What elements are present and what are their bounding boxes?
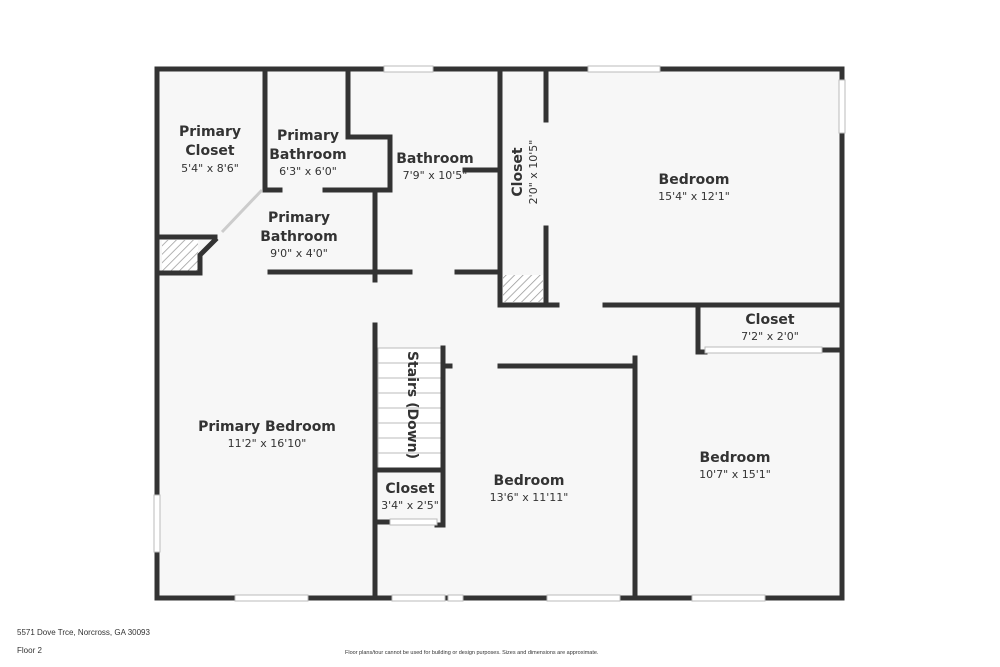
svg-text:Primary: Primary	[179, 124, 241, 140]
room-bedroom-top-right: Bedroom 15'4" x 12'1"	[658, 172, 730, 203]
svg-text:9'0" x 4'0": 9'0" x 4'0"	[270, 247, 328, 260]
hatched-chase	[503, 275, 543, 302]
address: 5571 Dove Trce, Norcross, GA 30093	[17, 628, 150, 637]
svg-text:7'9" x 10'5": 7'9" x 10'5"	[403, 169, 468, 182]
svg-text:6'3" x 6'0": 6'3" x 6'0"	[279, 165, 337, 178]
svg-text:2'0" x 10'5": 2'0" x 10'5"	[527, 140, 540, 205]
svg-text:Closet: Closet	[185, 143, 235, 159]
door-diagonal	[220, 188, 264, 234]
svg-text:Bathroom: Bathroom	[260, 229, 338, 245]
floor-label: Floor 2	[17, 646, 42, 655]
room-primary-bathroom-2: Primary Bathroom 9'0" x 4'0"	[260, 210, 338, 260]
svg-text:Bedroom: Bedroom	[659, 172, 730, 188]
hatched-chase	[162, 240, 198, 271]
svg-text:Closet: Closet	[745, 312, 795, 328]
walls	[154, 66, 845, 601]
room-bathroom: Bathroom 7'9" x 10'5"	[396, 151, 474, 182]
room-primary-closet: Primary Closet 5'4" x 8'6"	[179, 124, 241, 175]
room-bedroom-right: Bedroom 10'7" x 15'1"	[699, 450, 771, 481]
svg-text:Closet: Closet	[385, 481, 435, 497]
room-primary-bathroom-1: Primary Bathroom 6'3" x 6'0"	[269, 128, 347, 178]
svg-text:Bedroom: Bedroom	[494, 473, 565, 489]
svg-text:Bathroom: Bathroom	[396, 151, 474, 167]
svg-text:15'4" x 12'1": 15'4" x 12'1"	[658, 190, 730, 203]
svg-text:Primary: Primary	[277, 128, 339, 144]
svg-text:10'7" x 15'1": 10'7" x 15'1"	[699, 468, 771, 481]
windows	[153, 65, 846, 602]
svg-text:Bathroom: Bathroom	[269, 147, 347, 163]
stairs-label: Stairs (Down)	[404, 351, 420, 459]
stairs	[377, 347, 444, 469]
disclaimer: Floor plans/tour cannot be used for buil…	[345, 650, 599, 656]
svg-text:13'6" x 11'11": 13'6" x 11'11"	[490, 491, 569, 504]
room-closet-stairs: Closet 3'4" x 2'5"	[381, 481, 439, 512]
svg-text:Closet: Closet	[510, 147, 526, 197]
svg-text:Primary: Primary	[268, 210, 330, 226]
svg-text:5'4" x 8'6": 5'4" x 8'6"	[181, 162, 239, 175]
svg-text:Bedroom: Bedroom	[700, 450, 771, 466]
room-bedroom-center: Bedroom 13'6" x 11'11"	[490, 473, 569, 504]
room-closet-right: Closet 7'2" x 2'0"	[741, 312, 799, 343]
svg-text:Primary Bedroom: Primary Bedroom	[198, 419, 336, 435]
svg-text:11'2" x 16'10": 11'2" x 16'10"	[228, 437, 307, 450]
svg-text:3'4" x 2'5": 3'4" x 2'5"	[381, 499, 439, 512]
room-primary-bedroom: Primary Bedroom 11'2" x 16'10"	[198, 419, 336, 450]
room-closet-vertical: Closet 2'0" x 10'5"	[510, 140, 540, 205]
svg-text:7'2" x 2'0": 7'2" x 2'0"	[741, 330, 799, 343]
